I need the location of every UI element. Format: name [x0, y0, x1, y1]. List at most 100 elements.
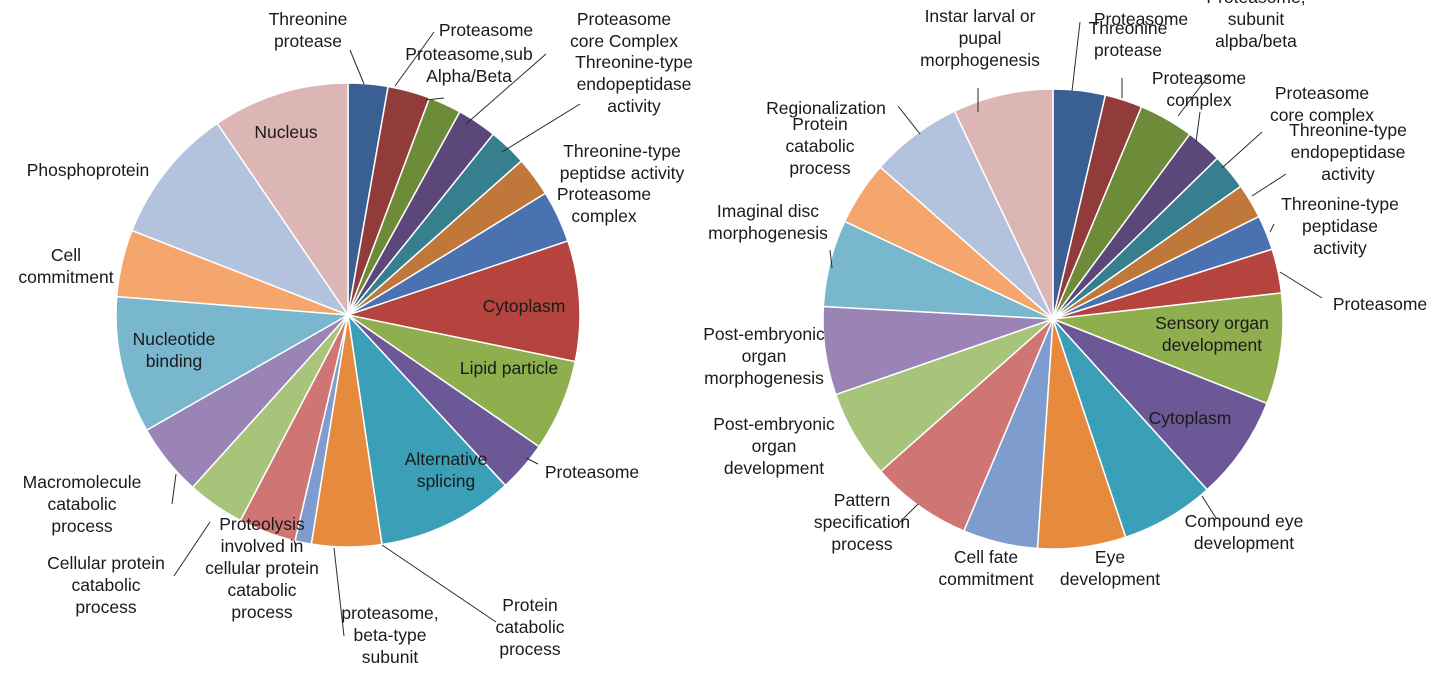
pie0-slice-label-12-line-1: beta-type — [354, 625, 427, 645]
pie1-slice-label-17-line-0: Protein — [792, 114, 847, 134]
pie0-leader-line-11 — [381, 544, 497, 623]
pie0-slice-label-16-line-1: binding — [146, 351, 202, 371]
pie0-slice-label-6-line-0: Proteasome — [557, 184, 651, 204]
pie0-slice-label-7: Cytoplasm — [483, 296, 566, 316]
pie0-slice-16 — [115, 295, 351, 432]
pie1-slice-label-15-line-1: organ — [742, 346, 787, 366]
pie1-slice-label-1-line-0: Threonine — [1089, 18, 1168, 38]
pie0-slice-label-1-line-0: Proteasome — [439, 20, 533, 40]
pie0-slice-label-2-line-0: Proteasome,sub — [405, 44, 532, 64]
pie1-slice-label-19-line-0: Instar larval or — [925, 6, 1036, 26]
pie0-slice-label-5-line-0: Threonine-type — [563, 141, 681, 161]
pie0-leader-line-13 — [293, 539, 297, 549]
pie1-slice-label-12-line-0: Cell fate — [954, 547, 1018, 567]
pie1-slice-label-0-line-0: Proteasome — [1094, 9, 1188, 29]
pie0-slice-label-17-line-1: commitment — [18, 267, 113, 287]
pie1-slice-label-13-line-0: Pattern — [834, 490, 890, 510]
pie0-leader-line-12 — [333, 547, 345, 637]
pie1-slice-8 — [1052, 292, 1284, 405]
pie0-slice-label-13-line-3: catabolic — [227, 580, 296, 600]
pie1-slice-label-3-line-0: Proteasome — [1152, 68, 1246, 88]
pie0-slice-7 — [345, 239, 581, 363]
pie1-slice-label-16-line-1: morphogenesis — [708, 223, 828, 243]
pie0-leader-line-2 — [425, 97, 445, 101]
pie1-slice-label-5-line-1: endopeptidase — [1291, 142, 1406, 162]
pie0-slice-label-15-line-0: Macromolecule — [23, 472, 142, 492]
pie1-slice-label-3-line-1: complex — [1166, 90, 1231, 110]
pie1-slice-label-6-line-1: peptidase — [1302, 216, 1378, 236]
pie0-slice-label-13-line-0: Proteolysis — [219, 514, 305, 534]
pie1-leader-line-13 — [899, 503, 919, 523]
pie1-slice-label-9: Cytoplasm — [1149, 408, 1232, 428]
pie1-slice-label-19-line-1: pupal — [959, 28, 1002, 48]
pie1-leader-line-5 — [1251, 173, 1287, 197]
pie0-slice-10 — [346, 312, 507, 546]
pie1-leader-line-18 — [897, 105, 921, 135]
pie0-slice-label-15-line-1: catabolic — [47, 494, 116, 514]
pie0-leader-line-0 — [349, 49, 365, 85]
pie1-slice-9 — [1052, 318, 1268, 491]
pie0-slice-label-11-line-2: process — [499, 639, 561, 659]
pie1-slice-label-11-line-0: Eye — [1095, 547, 1125, 567]
pie0-slice-label-8-line-0: Lipid particle — [460, 358, 558, 378]
pie1-slice-label-17-line-2: process — [789, 158, 851, 178]
pie1-slice-label-15-line-0: Post-embryonic — [703, 324, 825, 344]
pie0-slice-label-0-line-1: protease — [274, 31, 342, 51]
pie0-slice-label-14-line-0: Cellular protein — [47, 553, 165, 573]
pie0-slice-label-12-line-2: subunit — [362, 647, 419, 667]
pie0-leader-line-1 — [394, 31, 435, 87]
pie1-slice-label-16-line-0: Imaginal disc — [717, 201, 819, 221]
pie0-slice-label-17-line-0: Cell — [51, 245, 81, 265]
pie1-slice-label-4-line-0: Proteasome — [1275, 83, 1369, 103]
pie0-slice-label-14-line-1: catabolic — [71, 575, 140, 595]
pie1-slice-label-5-line-0: Threonine-type — [1289, 120, 1407, 140]
pie0-slice-label-1: Proteasome — [439, 20, 533, 40]
pie0-slice-label-5-line-1: peptidse activity — [560, 163, 685, 183]
right-pie-chart: ProteasomeThreonineproteaseProteasome,su… — [703, 0, 1427, 589]
pie0-slice-label-0-line-0: Threonine — [269, 9, 348, 29]
pie0-slice-19 — [216, 82, 349, 318]
pie0-slice-label-15-line-2: process — [51, 516, 113, 536]
pie1-slice-label-6-line-0: Threonine-type — [1281, 194, 1399, 214]
pie0-slice-label-18-line-0: Phosphoprotein — [27, 160, 150, 180]
pie0-slice-label-8: Lipid particle — [460, 358, 558, 378]
pie0-slice-label-4-line-0: Threonine-type — [575, 52, 693, 72]
pie0-leader-line-15 — [171, 473, 177, 505]
pie0-slice-label-13-line-4: process — [231, 602, 293, 622]
pie1-slice-19 — [953, 88, 1054, 320]
pie1-slice-label-14-line-1: organ — [752, 436, 797, 456]
pie1-slice-label-2-line-1: subunit — [1228, 9, 1285, 29]
pie1-slice-13 — [879, 318, 1054, 532]
pie1-leader-line-10 — [1201, 495, 1217, 519]
pie0-leader-line-3 — [465, 53, 547, 125]
pie1-leader-line-3 — [1195, 111, 1201, 143]
pie1-slice-label-5-line-2: activity — [1321, 164, 1375, 184]
pie0-slice-label-4-line-2: activity — [607, 96, 661, 116]
pie0-leader-line-14 — [173, 521, 211, 577]
pie0-slice-label-11-line-1: catabolic — [495, 617, 564, 637]
pie1-slice-label-9-line-0: Cytoplasm — [1149, 408, 1232, 428]
pie1-slice-label-13-line-2: process — [831, 534, 893, 554]
pie1-slice-label-10-line-0: Compound eye — [1185, 511, 1304, 531]
